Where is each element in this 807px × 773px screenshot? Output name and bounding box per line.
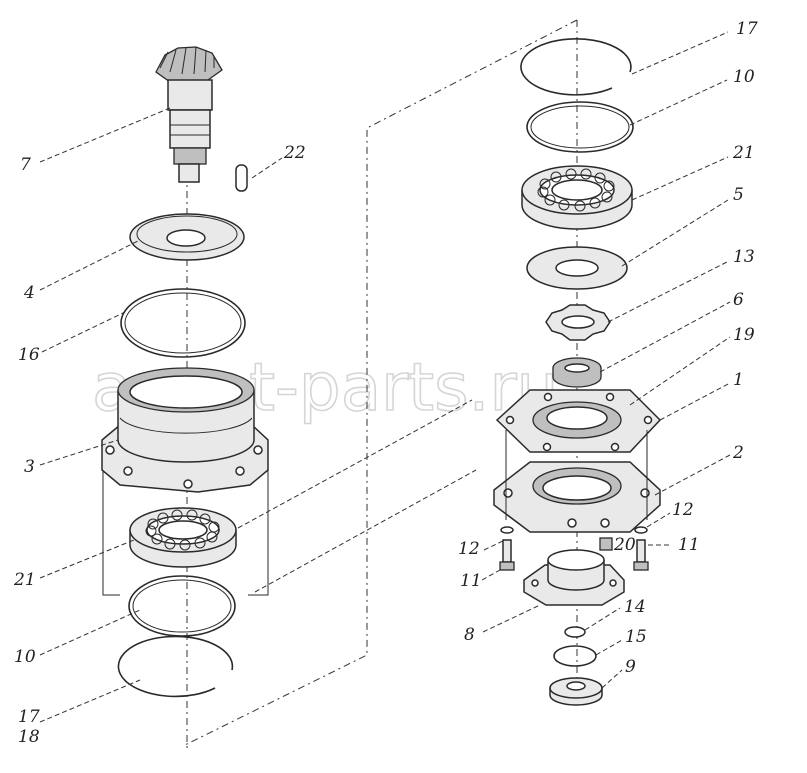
part-10-ring-right <box>526 101 634 153</box>
part-14-washer <box>564 626 586 638</box>
part-13-tab-washer <box>545 304 611 341</box>
part-17-snap-ring-left <box>117 635 234 698</box>
label-1: 1 <box>733 370 744 390</box>
label-11-right: 11 <box>678 535 700 555</box>
part-17-snap-ring-right <box>520 38 632 96</box>
label-9: 9 <box>625 657 636 677</box>
part-21-bearing-left <box>129 507 237 568</box>
label-11-left: 11 <box>460 571 482 591</box>
leader-lines <box>39 31 731 723</box>
part-1-flange-plate <box>495 389 662 453</box>
label-19: 19 <box>733 325 755 345</box>
label-10-left: 10 <box>14 647 36 667</box>
label-21-left: 21 <box>13 570 36 590</box>
label-16: 16 <box>18 345 40 365</box>
link-line-2 <box>254 469 477 593</box>
label-21-right: 21 <box>732 143 755 163</box>
label-15: 15 <box>625 627 647 647</box>
label-10-right: 10 <box>733 67 755 87</box>
link-line-1 <box>237 399 473 529</box>
part-6-nut <box>552 357 602 388</box>
label-13: 13 <box>733 247 755 267</box>
part-11-bolt-right <box>633 539 649 571</box>
label-8: 8 <box>464 625 475 645</box>
part-7-gear-shaft <box>155 46 223 183</box>
bolt-axis-lines <box>505 430 648 520</box>
part-21-bearing-right <box>521 165 633 230</box>
part-3-housing <box>101 367 269 493</box>
label-17-left: 17 <box>18 707 40 727</box>
label-6: 6 <box>733 290 744 310</box>
label-12-left: 12 <box>458 539 480 559</box>
part-labels: 7 22 4 16 3 21 10 17 18 17 10 21 5 13 6 … <box>13 19 758 747</box>
part-10-ring-left <box>128 575 236 637</box>
part-11-bolt-left <box>499 539 515 571</box>
part-2-housing-plate <box>493 461 661 533</box>
label-17-right: 17 <box>736 19 758 39</box>
label-22: 22 <box>283 143 306 163</box>
part-15-ring <box>553 645 597 667</box>
part-5-washer <box>526 246 628 290</box>
label-3: 3 <box>24 457 35 477</box>
part-20-bushing <box>599 537 613 551</box>
label-20: 20 <box>613 535 636 555</box>
part-4-cover-disc <box>129 213 245 261</box>
part-9-cap <box>549 677 603 706</box>
part-22-key <box>235 164 248 192</box>
label-7: 7 <box>20 155 31 175</box>
label-14: 14 <box>624 597 646 617</box>
label-5: 5 <box>733 185 744 205</box>
label-4: 4 <box>23 283 35 303</box>
connecting-centerline <box>184 19 578 746</box>
part-12-washer-left <box>500 526 514 534</box>
part-12-washer-right <box>634 526 648 534</box>
label-12-right: 12 <box>672 500 694 520</box>
label-2: 2 <box>732 443 744 463</box>
part-16-gasket-ring <box>120 288 246 358</box>
label-18: 18 <box>18 727 40 747</box>
part-8-bearing-cap <box>523 549 625 606</box>
